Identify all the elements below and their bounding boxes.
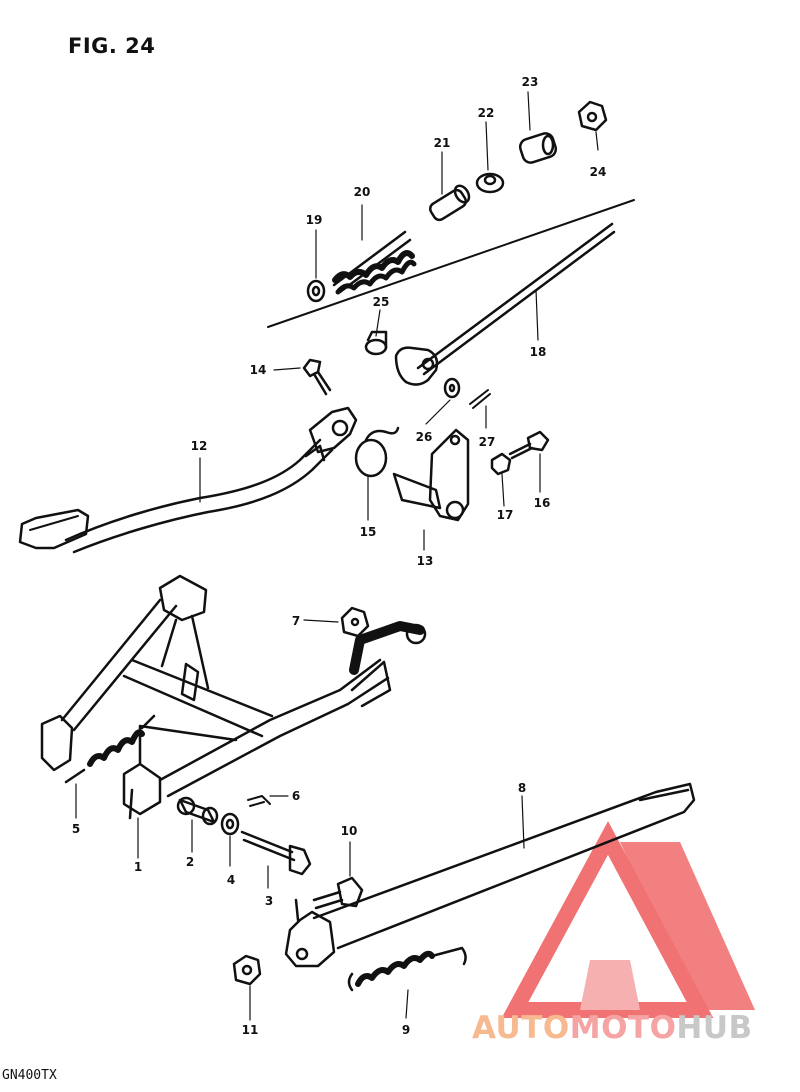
joint-23	[518, 132, 558, 164]
nut-7	[340, 606, 370, 638]
part-number-3: 3	[264, 894, 274, 908]
washer-4	[220, 812, 240, 836]
part-number-13: 13	[416, 554, 434, 568]
part-number-27: 27	[478, 435, 496, 449]
bolt-16	[508, 430, 550, 460]
part-number-1: 1	[133, 860, 143, 874]
part-number-5: 5	[71, 822, 81, 836]
brake-rod-18	[394, 222, 616, 386]
center-stand-1	[40, 574, 427, 820]
pin-25	[364, 330, 388, 356]
part-number-9: 9	[401, 1023, 411, 1037]
part-number-23: 23	[521, 75, 539, 89]
nut-17	[490, 452, 512, 476]
leader-lines	[75, 91, 599, 1021]
spring-20	[332, 230, 417, 295]
cotter-pin-6	[247, 795, 271, 807]
figure-title: FIG. 24	[68, 34, 156, 58]
side-stand-8	[284, 782, 696, 968]
part-number-25: 25	[372, 295, 390, 309]
part-number-14: 14	[249, 363, 267, 377]
part-number-21: 21	[433, 136, 451, 150]
nut-11	[232, 954, 262, 986]
brake-pedal-12	[18, 406, 358, 554]
spring-5	[64, 714, 156, 784]
cotter-pin-27	[469, 389, 491, 409]
part-number-19: 19	[305, 213, 323, 227]
part-number-20: 20	[353, 185, 371, 199]
part-number-15: 15	[359, 525, 377, 539]
bolt-10	[312, 876, 364, 910]
part-number-4: 4	[226, 873, 236, 887]
watermark-word-moto: MOTO	[569, 1010, 677, 1046]
part-number-22: 22	[477, 106, 495, 120]
watermark-brand: AUTOMOTOHUB	[472, 1010, 753, 1046]
watermark-word-hub: HUB	[676, 1010, 753, 1046]
part-number-11: 11	[241, 1023, 259, 1037]
cap-nut-24	[577, 100, 608, 132]
part-number-7: 7	[291, 614, 301, 628]
bolt-3	[240, 830, 312, 876]
part-number-12: 12	[190, 439, 208, 453]
watermark-logo-icon	[501, 821, 755, 1018]
part-number-2: 2	[185, 855, 195, 869]
part-number-18: 18	[529, 345, 547, 359]
part-number-26: 26	[415, 430, 433, 444]
watermark-word-auto: AUTO	[472, 1010, 570, 1046]
bolt-14	[302, 358, 332, 396]
part-number-24: 24	[589, 165, 607, 179]
brake-shaft-13	[392, 428, 470, 522]
model-label: GN400TX	[2, 1068, 57, 1083]
collar-2	[176, 796, 219, 826]
part-number-10: 10	[340, 824, 358, 838]
assembly-plane-line	[267, 199, 635, 328]
washer-26	[443, 377, 461, 399]
spring-15	[354, 426, 400, 478]
spring-9	[347, 946, 467, 992]
part-number-6: 6	[291, 789, 301, 803]
part-number-17: 17	[496, 508, 514, 522]
washer-19	[306, 279, 326, 303]
part-number-16: 16	[533, 496, 551, 510]
nut-22	[475, 172, 505, 194]
part-number-8: 8	[517, 781, 527, 795]
collar-21	[428, 184, 471, 222]
